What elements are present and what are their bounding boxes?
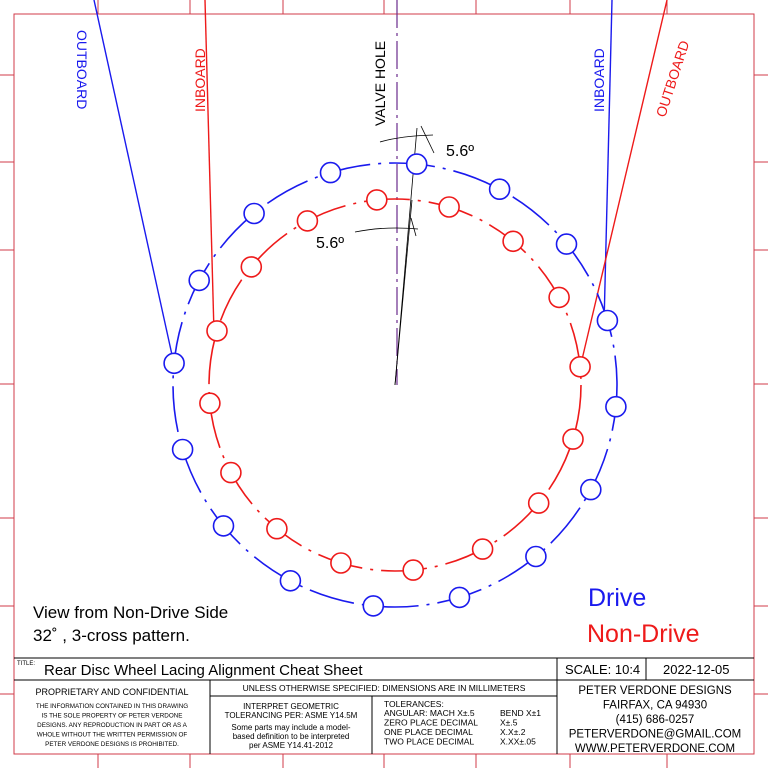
interpret-line: INTERPRET GEOMETRIC	[243, 702, 339, 711]
tolerances-right: BEND X±1X±.5X.X±.2X.XX±.05	[500, 708, 541, 747]
non-drive-spoke-hole	[548, 286, 570, 309]
proprietary-line: WHOLE WITHOUT THE WRITTEN PERMISSION OF	[37, 732, 188, 739]
spoke-outboard-right	[579, 0, 668, 369]
tolerance-right-line: X.XX±.05	[500, 737, 536, 747]
view-note-line1: View from Non-Drive Side	[33, 603, 228, 622]
label-inboard-right: INBOARD	[591, 48, 607, 112]
label-inboard-left: INBOARD	[192, 48, 208, 112]
label-valve-hole: VALVE HOLE	[372, 41, 388, 126]
spoke-outboard-left	[93, 0, 175, 365]
company-line: PETERVERDONE@GMAIL.COM	[569, 729, 742, 741]
drive-spoke-hole	[163, 352, 185, 375]
drive-spoke-hole	[525, 545, 547, 568]
proprietary-line: IS THE SOLE PROPERTY OF PETER VERDONE	[41, 713, 182, 720]
tolerance-left-line: ZERO PLACE DECIMAL	[384, 718, 478, 728]
company-line: FAIRFAX, CA 94930	[603, 700, 707, 712]
company-line: WWW.PETERVERDONE.COM	[575, 743, 735, 755]
drive-spoke-hole	[405, 153, 428, 175]
outer-angle-ext	[420, 125, 435, 154]
non-drive-spoke-hole	[240, 256, 263, 278]
drive-spoke-hole	[212, 515, 235, 537]
legend-drive: Drive	[588, 584, 646, 612]
non-drive-spoke-hole	[220, 461, 242, 484]
company-line: (415) 686-0257	[616, 714, 695, 726]
drawing-scale: SCALE: 10:4	[565, 662, 640, 677]
non-drive-spoke-hole	[569, 355, 591, 378]
drive-spoke-hole	[171, 438, 194, 461]
units-note: UNLESS OTHERWISE SPECIFIED: DIMENSIONS A…	[243, 683, 526, 693]
non-drive-spoke-hole	[502, 230, 524, 253]
non-drive-spoke-hole	[402, 559, 425, 581]
title-block: TITLE: Rear Disc Wheel Lacing Alignment …	[14, 657, 754, 755]
tolerance-left-line: TWO PLACE DECIMAL	[384, 737, 474, 747]
view-note-line2: 32˚ , 3-cross pattern.	[33, 626, 190, 645]
title-tag: TITLE:	[17, 661, 35, 667]
tolerance-right-line: BEND X±1	[500, 708, 541, 718]
non-drive-spoke-hole	[527, 492, 550, 514]
inner-angle-line	[394, 199, 413, 386]
model-note-text: Some parts may include a model-based def…	[231, 723, 351, 750]
non-drive-spoke-hole	[471, 538, 494, 560]
non-drive-spoke-hole	[199, 392, 221, 415]
non-drive-spoke-hole	[365, 189, 388, 211]
non-drive-spoke-holes	[199, 189, 591, 581]
non-drive-spoke-hole	[266, 517, 288, 540]
label-outboard-right: OUTBOARD	[653, 39, 693, 119]
outer-angle-label: 5.6º	[446, 143, 474, 160]
tolerance-left-line: ONE PLACE DECIMAL	[384, 727, 473, 737]
model-note-line: based definition to be interpreted	[233, 732, 350, 741]
drive-spoke-holes	[163, 153, 627, 617]
drive-spoke-hole	[243, 202, 265, 225]
spoke-inboard-left	[204, 0, 215, 334]
non-drive-spoke-hole	[330, 552, 352, 574]
tolerance-right-line: X±.5	[500, 718, 518, 728]
proprietary-text: THE INFORMATION CONTAINED IN THIS DRAWIN…	[36, 703, 188, 748]
drawing-date: 2022-12-05	[663, 662, 730, 677]
drive-spoke-hole	[555, 233, 578, 255]
inner-angle-ext	[410, 217, 417, 237]
legend-non-drive: Non-Drive	[587, 620, 700, 648]
proprietary-line: THE INFORMATION CONTAINED IN THIS DRAWIN…	[36, 703, 188, 710]
drive-spoke-hole	[596, 309, 619, 332]
drive-spoke-hole	[488, 178, 511, 200]
proprietary-heading: PROPRIETARY AND CONFIDENTIAL	[35, 687, 188, 697]
spoke-inboard-right	[603, 0, 613, 326]
tolerance-right-line: X.X±.2	[500, 727, 526, 737]
model-note-line: per ASME Y14.41-2012	[249, 741, 333, 750]
inner-angle-label: 5.6º	[316, 235, 344, 252]
drive-spoke-hole	[279, 569, 302, 592]
drive-spoke-hole	[319, 161, 342, 184]
non-drive-spoke-hole	[206, 320, 228, 342]
outer-angle-arc	[379, 134, 434, 143]
drive-spoke-hole	[362, 595, 385, 617]
drive-spoke-hole	[188, 269, 210, 292]
non-drive-rim-circle	[208, 198, 582, 572]
tolerance-left-line: ANGULAR: MACH X±.5	[384, 708, 475, 718]
non-drive-spoke-hole	[296, 210, 319, 232]
company-info: PETER VERDONE DESIGNS FAIRFAX, CA 94930 (4…	[569, 685, 742, 755]
interpret-line: TOLERANCING PER: ASME Y14.5M	[225, 711, 358, 720]
inner-angle-arc	[354, 227, 419, 233]
drive-rim-circle	[172, 162, 618, 608]
tolerances-heading: TOLERANCES:	[384, 699, 444, 709]
label-outboard-left: OUTBOARD	[74, 30, 90, 109]
drive-spoke-hole	[579, 478, 602, 501]
proprietary-line: PETER VERDONE DESIGNS IS PROHIBITED.	[45, 741, 179, 748]
company-line: PETER VERDONE DESIGNS	[578, 685, 732, 697]
proprietary-line: DESIGNS. ANY REPRODUCTION IN PART OR AS …	[37, 722, 187, 729]
drawing-title: Rear Disc Wheel Lacing Alignment Cheat S…	[44, 662, 363, 679]
drive-spoke-hole	[605, 395, 627, 418]
model-note-line: Some parts may include a model-	[231, 723, 351, 732]
drive-spoke-hole	[448, 586, 471, 609]
non-drive-spoke-hole	[562, 428, 584, 450]
non-drive-spoke-hole	[438, 196, 460, 218]
